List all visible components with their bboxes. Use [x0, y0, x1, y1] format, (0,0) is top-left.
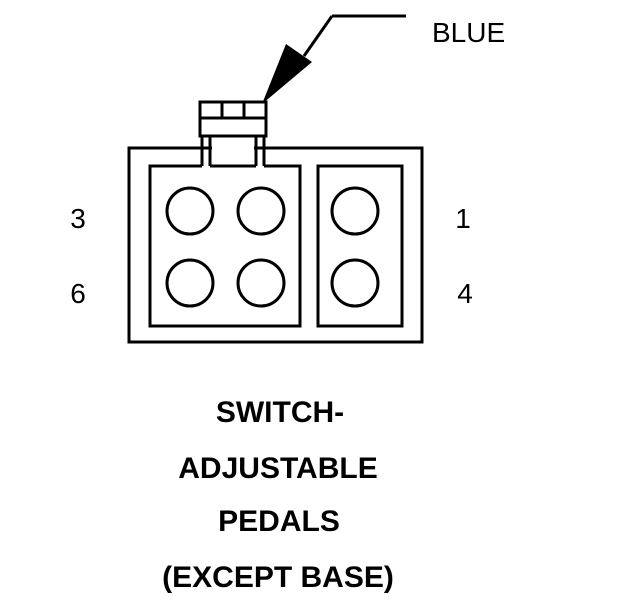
pin-label-left-top: 3 — [70, 203, 86, 234]
wire-color-label: BLUE — [432, 17, 505, 48]
pin-cavity-5 — [236, 258, 286, 308]
latch-stem-gap — [212, 145, 254, 153]
pin-cavity-1 — [330, 186, 380, 236]
leader-arrowhead — [262, 44, 312, 104]
connector-latch — [198, 100, 268, 166]
connector-body — [127, 146, 424, 344]
right-cavity-block — [316, 164, 404, 328]
pin-cavity-2 — [236, 186, 286, 236]
pin-cavity-4 — [330, 258, 380, 308]
title-line-4: (EXCEPT BASE) — [162, 561, 394, 594]
pin-cavity-6 — [165, 258, 215, 308]
pin-cavity-3 — [165, 186, 215, 236]
wire-leader — [302, 14, 406, 57]
left-cavity-block — [148, 164, 302, 328]
title-line-1: SWITCH- — [216, 396, 344, 429]
pin-label-left-bottom: 6 — [70, 278, 86, 309]
title-line-2: ADJUSTABLE — [178, 452, 377, 485]
pin-label-right-top: 1 — [455, 203, 471, 234]
pin-label-right-bottom: 4 — [457, 278, 473, 309]
title-line-3: PEDALS — [218, 505, 340, 538]
